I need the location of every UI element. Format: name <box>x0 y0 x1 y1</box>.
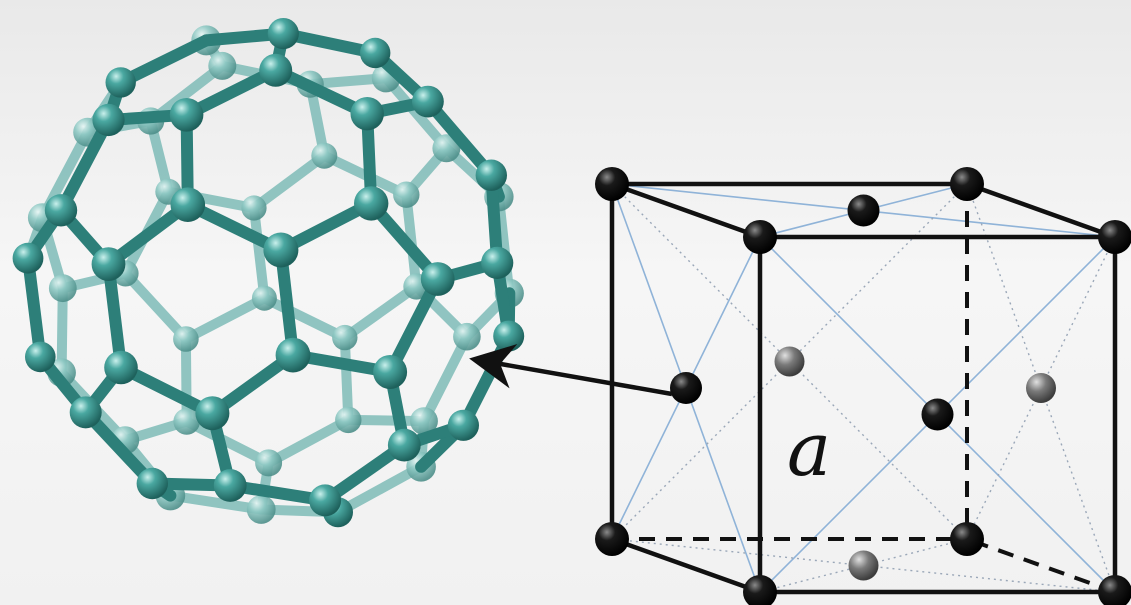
carbon-atom <box>275 337 311 373</box>
carbon-bond <box>102 258 127 374</box>
lattice-atom <box>921 398 954 431</box>
carbon-bond <box>381 73 452 154</box>
carbon-bond <box>384 273 444 378</box>
carbon-atom <box>173 326 199 352</box>
carbon-atom <box>91 247 126 281</box>
carbon-atom <box>432 134 461 163</box>
lattice-atom <box>743 575 777 605</box>
carbon-bond <box>259 293 350 343</box>
carbon-bond <box>263 414 354 468</box>
carbon-atom <box>69 396 102 429</box>
carbon-atom <box>255 449 283 477</box>
carbon-atom <box>387 428 421 462</box>
lattice-atom <box>743 220 777 254</box>
carbon-bond <box>120 268 191 344</box>
lattice-atom <box>950 522 984 556</box>
lattice-atom <box>950 167 984 201</box>
lattice-atom <box>595 167 629 201</box>
carbon-atom <box>354 186 389 221</box>
carbon-atom <box>420 262 455 296</box>
carbon-bond <box>277 27 382 59</box>
carbon-atom <box>453 322 481 351</box>
carbon-atom <box>208 51 237 80</box>
carbon-atom <box>332 324 358 351</box>
hidden-atom <box>848 550 879 581</box>
carbon-atom <box>311 142 338 169</box>
carbon-atom <box>136 467 168 500</box>
carbon-atom <box>251 285 277 311</box>
carbon-atom <box>350 97 384 131</box>
carbon-atom <box>213 469 247 502</box>
carbon-atom <box>105 67 136 98</box>
carbon-atom <box>493 320 525 352</box>
carbon-bond <box>79 406 159 490</box>
cell-edge <box>964 181 1118 240</box>
carbon-atom <box>267 17 299 50</box>
arrow-icon <box>469 344 673 397</box>
carbon-bond <box>180 334 192 427</box>
carbon-atom <box>173 408 200 435</box>
c60-fullerene-icon <box>12 17 525 528</box>
carbon-atom <box>481 246 514 279</box>
carbon-atom <box>309 484 342 517</box>
carbon-atom <box>360 37 391 69</box>
carbon-bond <box>419 331 472 427</box>
carbon-atom <box>195 396 230 431</box>
carbon-bond <box>165 490 267 515</box>
carbon-atom <box>475 159 507 191</box>
carbon-atom <box>246 495 276 524</box>
lattice-atom <box>595 522 629 556</box>
lattice-atom <box>847 194 880 227</box>
carbon-atom <box>44 194 78 227</box>
carbon-bond <box>274 244 299 362</box>
carbon-atom <box>48 274 77 303</box>
carbon-bond <box>115 361 219 420</box>
carbon-bond <box>421 95 498 182</box>
carbon-bond <box>180 293 270 344</box>
hidden-atom <box>774 346 805 377</box>
lattice-atom <box>1098 575 1131 605</box>
carbon-bond <box>493 191 515 299</box>
lattice-atom <box>1098 220 1131 254</box>
carbon-atom <box>92 103 125 137</box>
carbon-bond <box>249 150 330 213</box>
carbon-bond <box>269 64 374 120</box>
carbon-bond <box>22 252 47 363</box>
carbon-atom <box>393 181 420 208</box>
carbon-atom <box>259 53 293 87</box>
carbon-atom <box>12 242 44 274</box>
carbon-atom <box>241 195 267 221</box>
carbon-bond <box>55 114 115 217</box>
carbon-atom <box>410 407 438 435</box>
carbon-atom <box>373 355 408 389</box>
carbon-bond <box>333 461 427 518</box>
lattice-atom <box>670 372 702 404</box>
carbon-atom <box>335 406 362 434</box>
carbon-atom <box>25 341 56 373</box>
hidden-atom <box>1026 373 1056 403</box>
fcc-unit-cell-icon <box>595 167 1131 605</box>
hidden-edge <box>966 537 1116 594</box>
lattice-constant-label: a <box>787 407 831 493</box>
carbon-bond <box>249 203 270 304</box>
carbon-atom <box>170 187 206 222</box>
carbon-bond <box>114 34 213 89</box>
carbon-atom <box>263 232 299 268</box>
carbon-bond <box>339 281 422 343</box>
carbon-bond <box>181 416 274 468</box>
carbon-atom <box>104 350 138 385</box>
carbon-atom <box>169 98 204 132</box>
carbon-atom <box>447 409 479 441</box>
cell-edge <box>609 536 763 595</box>
carbon-bond <box>339 332 354 425</box>
cell-edge <box>609 181 763 240</box>
carbon-atom <box>412 85 444 118</box>
